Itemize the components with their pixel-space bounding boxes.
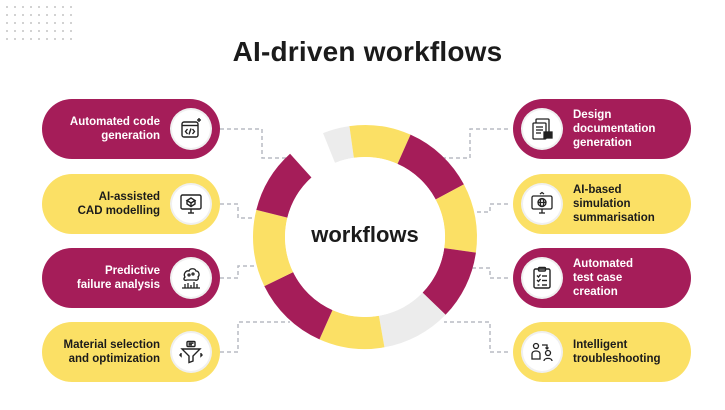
decorative-dot-grid — [6, 6, 78, 46]
ring-segment-gray — [323, 126, 354, 163]
documents-icon — [521, 108, 563, 150]
connector-line — [220, 203, 262, 219]
workflow-intelligent-troubleshooting[interactable]: Intelligent troubleshooting — [513, 322, 691, 382]
center-hub — [285, 157, 445, 317]
ring-segment-yellow — [435, 184, 477, 253]
clipboard-checklist-icon — [521, 257, 563, 299]
monitor-cad-icon — [170, 183, 212, 225]
connector-line — [440, 128, 508, 159]
ring-segment-gray — [378, 292, 446, 348]
ring-segment-magenta — [397, 134, 464, 200]
ring-segment-yellow — [319, 310, 385, 349]
workflow-automated-test-case-creation[interactable]: Automated test case creation — [513, 248, 691, 308]
workflow-label: Automated code generation — [69, 116, 160, 142]
connector-lines — [220, 128, 508, 353]
center-label: workflows — [311, 222, 419, 247]
connector-line — [444, 321, 508, 353]
connector-line — [470, 267, 508, 279]
workflow-label: AI-assisted CAD modelling — [77, 191, 160, 217]
connector-line — [470, 203, 508, 213]
connector-line — [220, 128, 292, 159]
ring-segment-yellow — [253, 209, 294, 287]
connector-line — [220, 265, 262, 279]
segmented-ring — [253, 125, 477, 349]
workflow-label: AI-based simulation summarisation — [573, 184, 655, 224]
workflow-material-selection-optimization[interactable]: Material selection and optimization — [42, 322, 220, 382]
workflow-label: Predictive failure analysis — [76, 265, 160, 291]
brain-chart-icon — [170, 257, 212, 299]
ring-segment-yellow — [349, 125, 411, 164]
workflow-label: Design documentation generation — [573, 109, 656, 149]
ring-segment-magenta — [264, 272, 333, 340]
workflow-ai-assisted-cad-modelling[interactable]: AI-assisted CAD modelling — [42, 174, 220, 234]
workflow-label: Automated test case creation — [573, 258, 634, 298]
monitor-globe-icon — [521, 183, 563, 225]
connector-line — [220, 321, 290, 353]
workflow-predictive-failure-analysis[interactable]: Predictive failure analysis — [42, 248, 220, 308]
page-title: AI-driven workflows — [232, 36, 503, 67]
ring-segment-magenta — [422, 248, 476, 315]
workflow-label: Material selection and optimization — [63, 339, 160, 365]
people-network-icon — [521, 331, 563, 373]
workflow-ai-based-simulation-summarisation[interactable]: AI-based simulation summarisation — [513, 174, 691, 234]
ring-segment-magenta — [256, 153, 312, 218]
workflow-design-documentation-generation[interactable]: Design documentation generation — [513, 99, 691, 159]
workflow-label: Intelligent troubleshooting — [573, 339, 661, 365]
workflow-automated-code-generation[interactable]: Automated code generation — [42, 99, 220, 159]
code-window-icon — [170, 108, 212, 150]
funnel-icon — [170, 331, 212, 373]
